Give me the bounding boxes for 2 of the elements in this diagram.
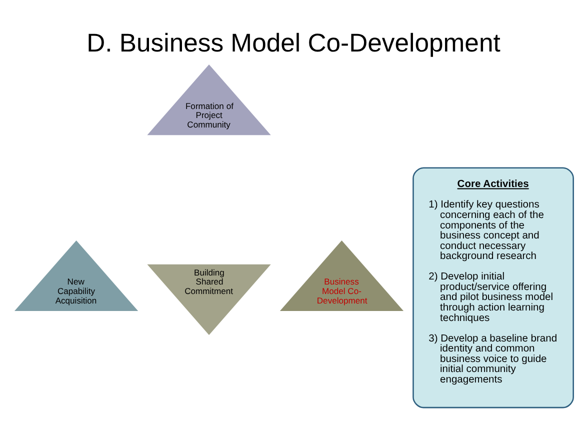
diagram-title: D. Business Model Co-Development [86, 29, 500, 58]
node-box: Core Activities 1) Identify key questions concerning each of the components of the business concept and conduct necessary background research 2) Develop initial product/service offering and pilot business model through action learning techniques 3) Develop a baseline brand identity and common business voice to guide initial community engagements [412, 167, 574, 408]
